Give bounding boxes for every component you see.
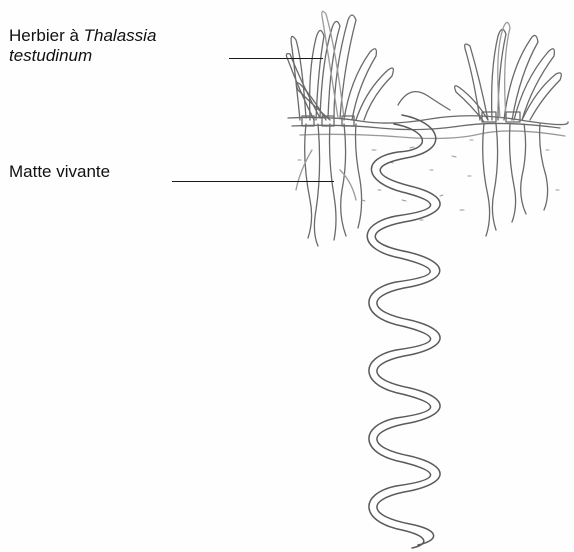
label-matte: Matte vivante <box>9 162 110 182</box>
label-herbier: Herbier à Thalassia testudinum <box>9 26 156 66</box>
label-herbier-prefix: Herbier à <box>9 26 84 45</box>
label-herbier-species: Thalassia <box>84 26 157 45</box>
label-herbier-species-line2: testudinum <box>9 46 92 65</box>
leader-line-matte <box>172 181 334 182</box>
leader-line-herbier <box>229 58 323 59</box>
seagrass-leaves-right <box>455 22 562 122</box>
seagrass-leaves-left <box>286 11 393 120</box>
vertical-rhizome-zigzag <box>367 115 440 548</box>
